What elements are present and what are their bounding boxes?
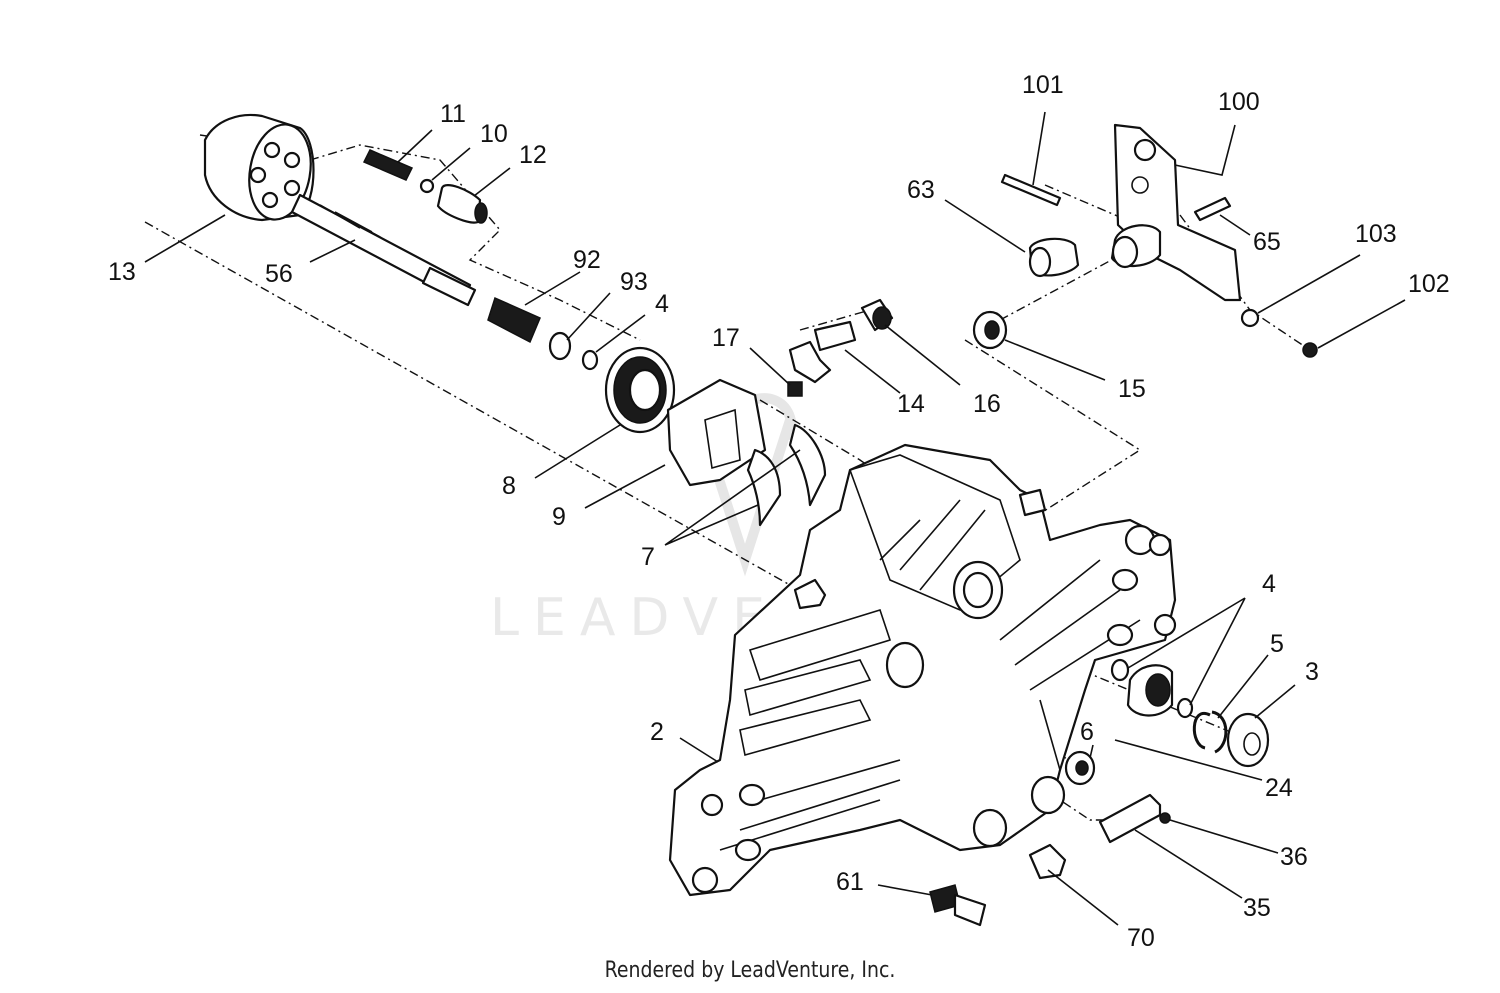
credit-text: Rendered by LeadVenture, Inc. (604, 958, 896, 983)
callout-16: 16 (973, 390, 1001, 418)
callout-103: 103 (1355, 220, 1397, 248)
callout-93: 93 (620, 268, 648, 296)
callout-14: 14 (897, 390, 925, 418)
pivot-part (1110, 224, 1162, 269)
seal-part-6b (1064, 750, 1096, 786)
small-spring-part (362, 149, 414, 181)
callout-3: 3 (1305, 658, 1319, 686)
callout-35: 35 (1243, 894, 1271, 922)
spring-part-92 (487, 296, 541, 344)
spacer-part-63 (1028, 237, 1080, 278)
o-ring-part-4b (1110, 658, 1130, 682)
cap-part-102 (1302, 342, 1318, 358)
callout-7: 7 (641, 543, 655, 571)
callout-24: 24 (1265, 774, 1293, 802)
bearing-part-6 (1126, 664, 1174, 717)
o-ring-part-4 (581, 349, 599, 371)
callout-11: 11 (440, 100, 466, 128)
callout-101: 101 (1022, 71, 1064, 99)
callout-17: 17 (712, 324, 740, 352)
sleeve-part-12 (436, 184, 488, 224)
callout-100: 100 (1218, 88, 1260, 116)
callout-10: 10 (480, 120, 508, 148)
washer-part-93 (548, 331, 572, 361)
screw-part-65 (1193, 196, 1232, 222)
callout-2: 2 (650, 718, 664, 746)
callout-61: 61 (836, 868, 864, 896)
nut-part-103 (1240, 308, 1260, 328)
cylinder-block-part (203, 114, 315, 222)
bolt-part-101 (1000, 173, 1062, 207)
callout-36: 36 (1280, 843, 1308, 871)
callout-15: 15 (1118, 375, 1146, 403)
callout-6: 6 (1080, 718, 1094, 746)
o-ring-part-4c (1176, 697, 1194, 719)
plug-part-70 (1028, 843, 1067, 880)
callout-63: 63 (907, 176, 935, 204)
transaxle-housing-part-2 (668, 443, 1177, 897)
leader-lines (144, 111, 1406, 926)
callout-92: 92 (573, 246, 601, 274)
callout-102: 102 (1408, 270, 1450, 298)
callout-9: 9 (552, 503, 566, 531)
shaft-part (290, 193, 477, 307)
callout-13: 13 (108, 258, 136, 286)
callout-5: 5 (1270, 630, 1284, 658)
sensor-part-61 (929, 884, 987, 927)
plate-part-35 (1098, 793, 1162, 844)
bushing-part-16 (860, 298, 894, 332)
callout-65: 65 (1253, 228, 1281, 256)
seal-part-15 (972, 310, 1008, 350)
callout-4-right: 4 (1262, 570, 1276, 598)
cover-part-3 (1226, 712, 1270, 768)
screw-part-36 (1159, 812, 1171, 824)
callout-4-upper: 4 (655, 290, 669, 318)
retaining-ring-part-10 (419, 178, 435, 194)
control-arm-part-14 (788, 320, 857, 384)
callout-labels: 11 10 12 13 56 92 93 4 17 14 16 8 9 7 10… (108, 71, 1450, 952)
callout-70: 70 (1127, 924, 1155, 952)
bearing-part-8 (604, 346, 676, 434)
bracket-part-100 (1113, 123, 1242, 302)
snap-ring-part-5 (1192, 710, 1228, 754)
key-part-17 (787, 381, 803, 397)
callout-12: 12 (519, 141, 547, 169)
swashplate-part-9 (666, 378, 767, 487)
callout-8: 8 (502, 472, 516, 500)
callout-56: 56 (265, 260, 293, 288)
